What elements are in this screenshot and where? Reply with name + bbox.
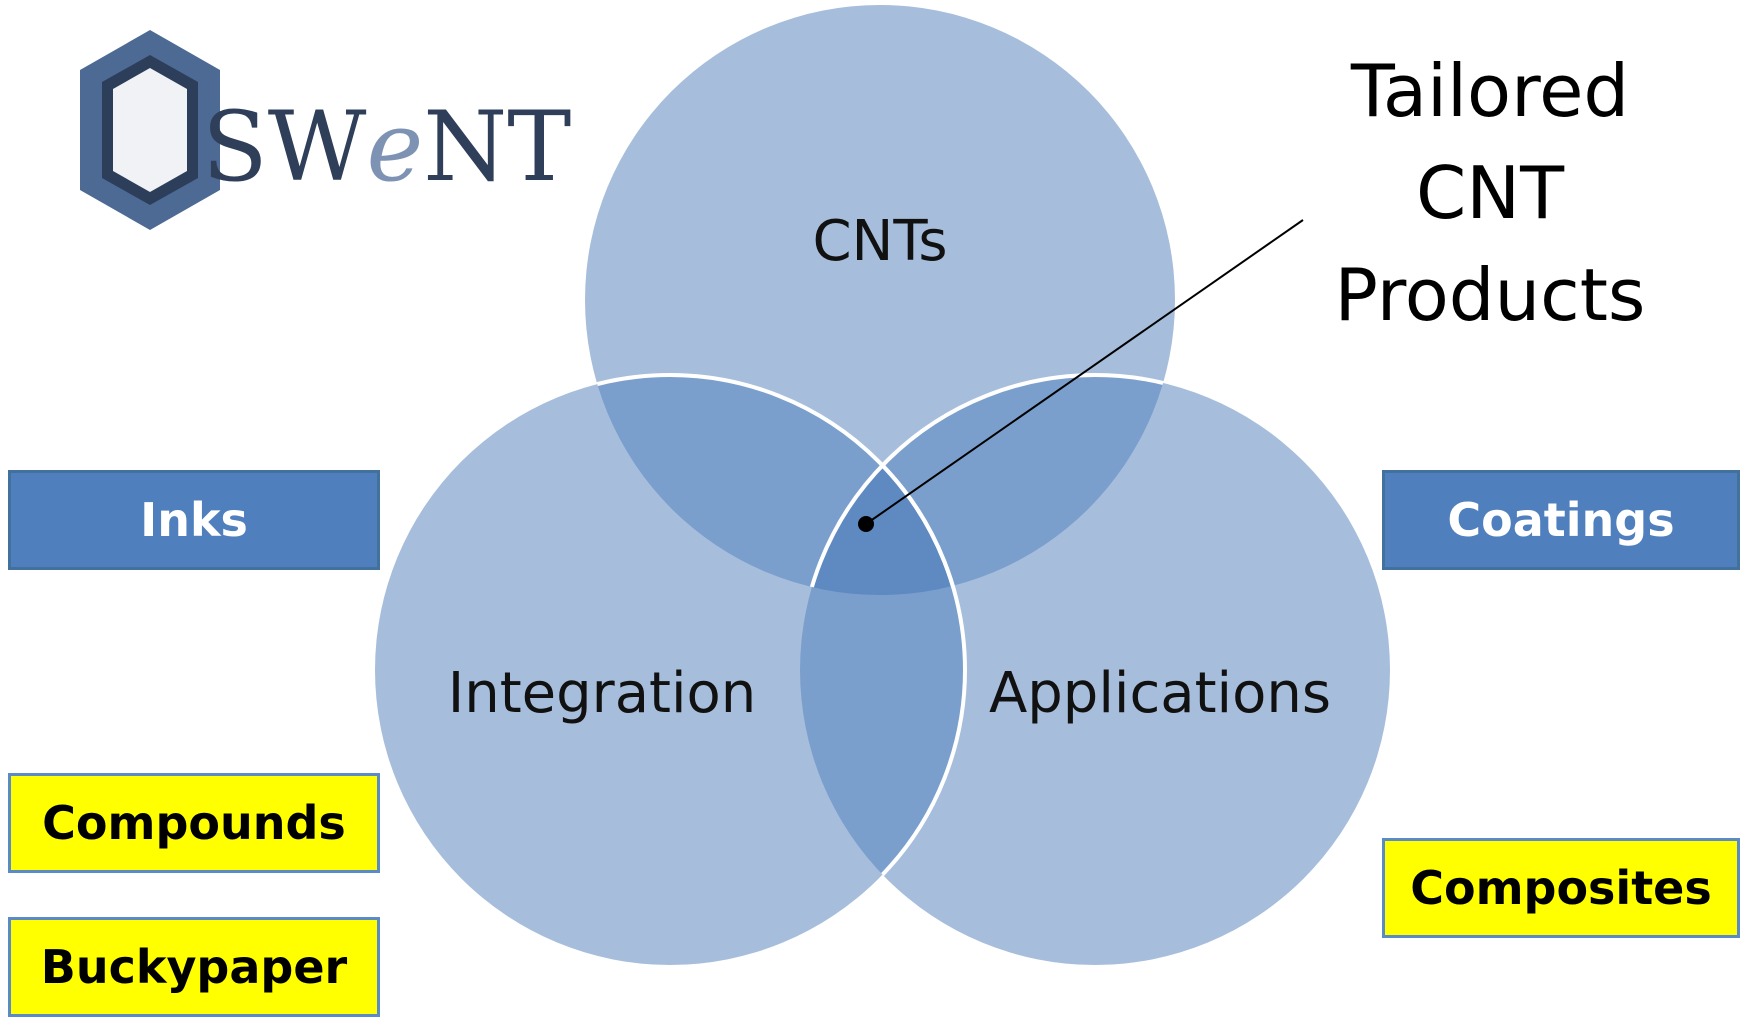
outline-integration-in-right [800,375,967,965]
callout-dot [858,516,874,532]
outline-integration [585,373,967,595]
overlap-cnts-integration [585,375,965,595]
callout-line-3: Products [1334,253,1646,337]
box-composites: Composites [1382,838,1740,938]
box-coatings: Coatings [1382,470,1740,570]
swent-logo: SWeNT [80,30,571,230]
box-inks: Inks [8,470,380,570]
outline-applications [798,373,1175,595]
callout-text: Tailored CNT Products [1280,40,1700,346]
box-buckypaper: Buckypaper [8,917,380,1017]
label-applications: Applications [989,661,1331,726]
box-compounds: Compounds [8,773,380,873]
callout-line [865,219,1304,525]
logo-text: SWeNT [202,91,571,203]
overlap-cnts-applications [800,375,1175,595]
logo-hexagon-inner [113,68,187,192]
label-cnts: CNTs [812,209,947,274]
label-integration: Integration [448,661,757,726]
callout-line-1: Tailored [1350,49,1630,133]
callout-line-2: CNT [1415,151,1565,235]
